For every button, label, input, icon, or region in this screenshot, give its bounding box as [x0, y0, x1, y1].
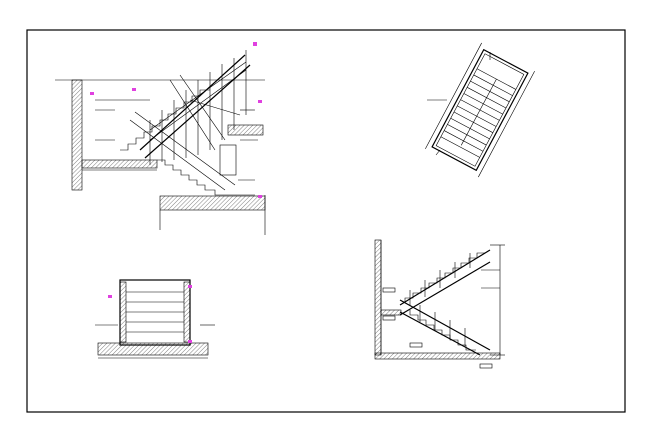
- left-wall: [71, 79, 83, 191]
- wall-footing: [97, 342, 209, 356]
- stair-plan-view: [425, 42, 535, 178]
- foundation: [159, 195, 266, 211]
- landing-block: [227, 124, 264, 136]
- railing: [95, 50, 247, 165]
- ground-slab: [374, 352, 501, 360]
- wall-section-view: [95, 279, 215, 359]
- railing-b: [409, 253, 471, 346]
- stair-section-view-b: [374, 239, 505, 369]
- floor-slab: [81, 159, 158, 169]
- plan-treads: [440, 68, 516, 158]
- sheet-border: [26, 29, 626, 413]
- stair-section-view-a: [55, 42, 266, 235]
